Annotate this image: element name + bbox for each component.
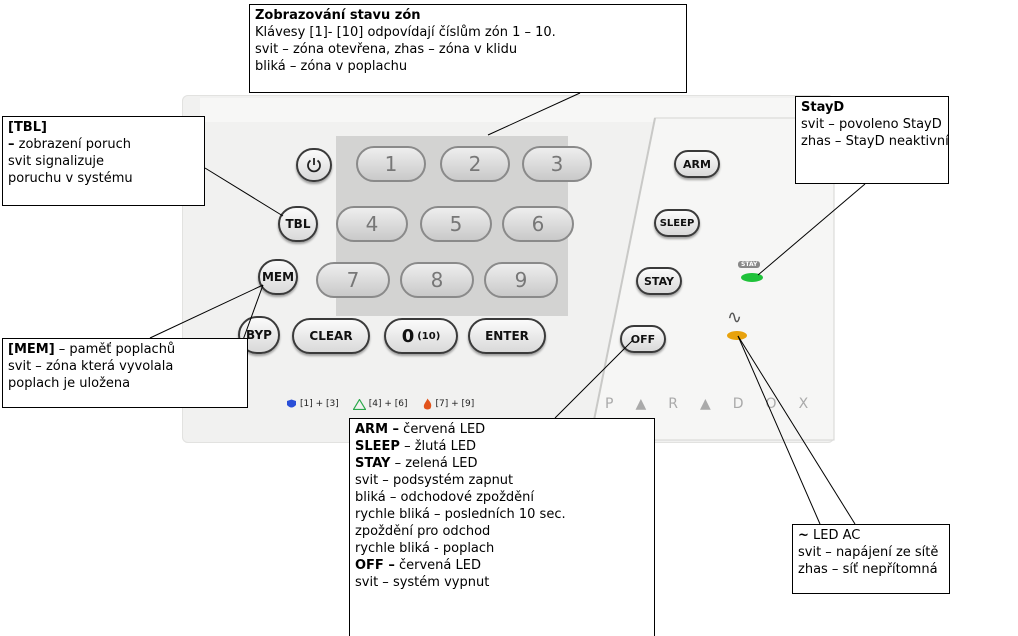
callout-zones-line: svit – zóna otevřena, zhas – zóna v klid… — [255, 42, 518, 57]
panic-legend: [1] + [3] [4] + [6] [7] + [9] — [286, 398, 474, 410]
zone-key-2[interactable]: 2 — [440, 146, 510, 182]
callout-zones-title: Zobrazování stavu zón — [255, 8, 421, 23]
callout-arm-line: bliká – odchodové zpoždění — [355, 490, 535, 505]
callout-stayd-line: svit – povoleno StayD — [801, 117, 942, 132]
callout-arm-line: rychle bliká - poplach — [355, 541, 495, 556]
zone-key-9[interactable]: 9 — [484, 262, 558, 298]
callout-tbl: [TBL] – zobrazení poruch svit signalizuj… — [2, 116, 205, 206]
brand-letter: R — [668, 396, 679, 412]
callout-stayd-title: StayD — [801, 100, 845, 115]
arm-button[interactable]: ARM — [674, 150, 720, 178]
legend-medical-text: [4] + [6] — [368, 399, 408, 409]
zone-key-4[interactable]: 4 — [336, 206, 408, 242]
callout-arm-line: ARM – červená LED — [355, 422, 486, 437]
callout-mem-line: poplach je uložena — [8, 376, 131, 391]
callout-arm-line: rychle bliká – posledních 10 sec. — [355, 507, 566, 522]
callout-arm-line: OFF – červená LED — [355, 558, 481, 573]
ac-led — [727, 331, 747, 340]
zone-key-6[interactable]: 6 — [502, 206, 574, 242]
fire-icon — [423, 398, 431, 410]
stay-led-label: STAY — [738, 261, 761, 268]
callout-arm-line: zpoždění pro odchod — [355, 524, 491, 539]
zone-key-1[interactable]: 1 — [356, 146, 426, 182]
zero-key-sub: (10) — [417, 330, 441, 342]
zero-key-main: 0 — [401, 325, 415, 347]
brand-letter: ▲ — [699, 396, 712, 412]
stay-led — [741, 273, 763, 282]
callout-tbl-line: svit signalizuje — [8, 154, 105, 169]
zone-key-8[interactable]: 8 — [400, 262, 474, 298]
medical-icon — [352, 398, 366, 410]
ac-symbol: ∿ — [727, 307, 743, 328]
callout-mem: [MEM] – paměť poplachů svit – zóna která… — [2, 338, 248, 408]
tbl-button[interactable]: TBL — [278, 206, 318, 242]
callout-ac-line: zhas – síť nepřítomná — [798, 562, 938, 577]
mem-button[interactable]: MEM — [258, 259, 298, 295]
enter-button[interactable]: ENTER — [468, 318, 546, 354]
brand-logo: P ▲ R ▲ D O X — [605, 396, 809, 412]
callout-tbl-line: poruchu v systému — [8, 171, 133, 186]
callout-arm-line: SLEEP – žlutá LED — [355, 439, 477, 454]
power-button[interactable] — [296, 148, 332, 182]
keypad-top-edge — [200, 98, 816, 122]
clear-button[interactable]: CLEAR — [292, 318, 370, 354]
callout-arm-line: STAY – zelená LED — [355, 456, 478, 471]
sleep-button[interactable]: SLEEP — [654, 209, 700, 237]
police-icon — [287, 399, 296, 407]
callout-mem-line: svit – zóna která vyvolala — [8, 359, 174, 374]
callout-ac-title: ~ LED AC — [798, 528, 861, 543]
callout-arm-line: svit – podsystém zapnut — [355, 473, 514, 488]
zone-key-3[interactable]: 3 — [522, 146, 592, 182]
callout-ac: ~ LED AC svit – napájení ze sítě zhas – … — [792, 524, 950, 594]
zone-key-5[interactable]: 5 — [420, 206, 492, 242]
brand-letter: ▲ — [635, 396, 648, 412]
callout-mem-title: [MEM] – paměť poplachů — [8, 342, 176, 357]
callout-tbl-title: [TBL] — [8, 120, 47, 135]
legend-police-text: [1] + [3] — [300, 399, 339, 409]
zero-key[interactable]: 0(10) — [384, 318, 458, 354]
callout-zones-line: Klávesy [1]- [10] odpovídají číslům zón … — [255, 25, 556, 40]
brand-letter: X — [798, 396, 810, 412]
callout-zones-line: bliká – zóna v poplachu — [255, 59, 408, 74]
legend-fire-text: [7] + [9] — [435, 399, 475, 409]
brand-letter: P — [605, 396, 615, 412]
callout-arm: ARM – červená LED SLEEP – žlutá LED STAY… — [349, 418, 655, 636]
legend-medical: [4] + [6] — [352, 398, 408, 410]
callout-stayd: StayD svit – povoleno StayD zhas – StayD… — [795, 96, 949, 184]
stay-button[interactable]: STAY — [636, 267, 682, 295]
callout-ac-line: svit – napájení ze sítě — [798, 545, 939, 560]
off-button[interactable]: OFF — [620, 325, 666, 353]
callout-zones: Zobrazování stavu zón Klávesy [1]- [10] … — [249, 4, 687, 93]
callout-tbl-line: – zobrazení poruch — [8, 137, 131, 152]
brand-letter: O — [765, 396, 778, 412]
callout-arm-line: svit – systém vypnut — [355, 575, 490, 590]
legend-fire: [7] + [9] — [422, 398, 475, 410]
zone-key-7[interactable]: 7 — [316, 262, 390, 298]
legend-police: [1] + [3] — [286, 399, 339, 410]
callout-stayd-line: zhas – StayD neaktivní — [801, 134, 949, 149]
power-icon — [307, 158, 321, 173]
brand-letter: D — [732, 396, 745, 412]
